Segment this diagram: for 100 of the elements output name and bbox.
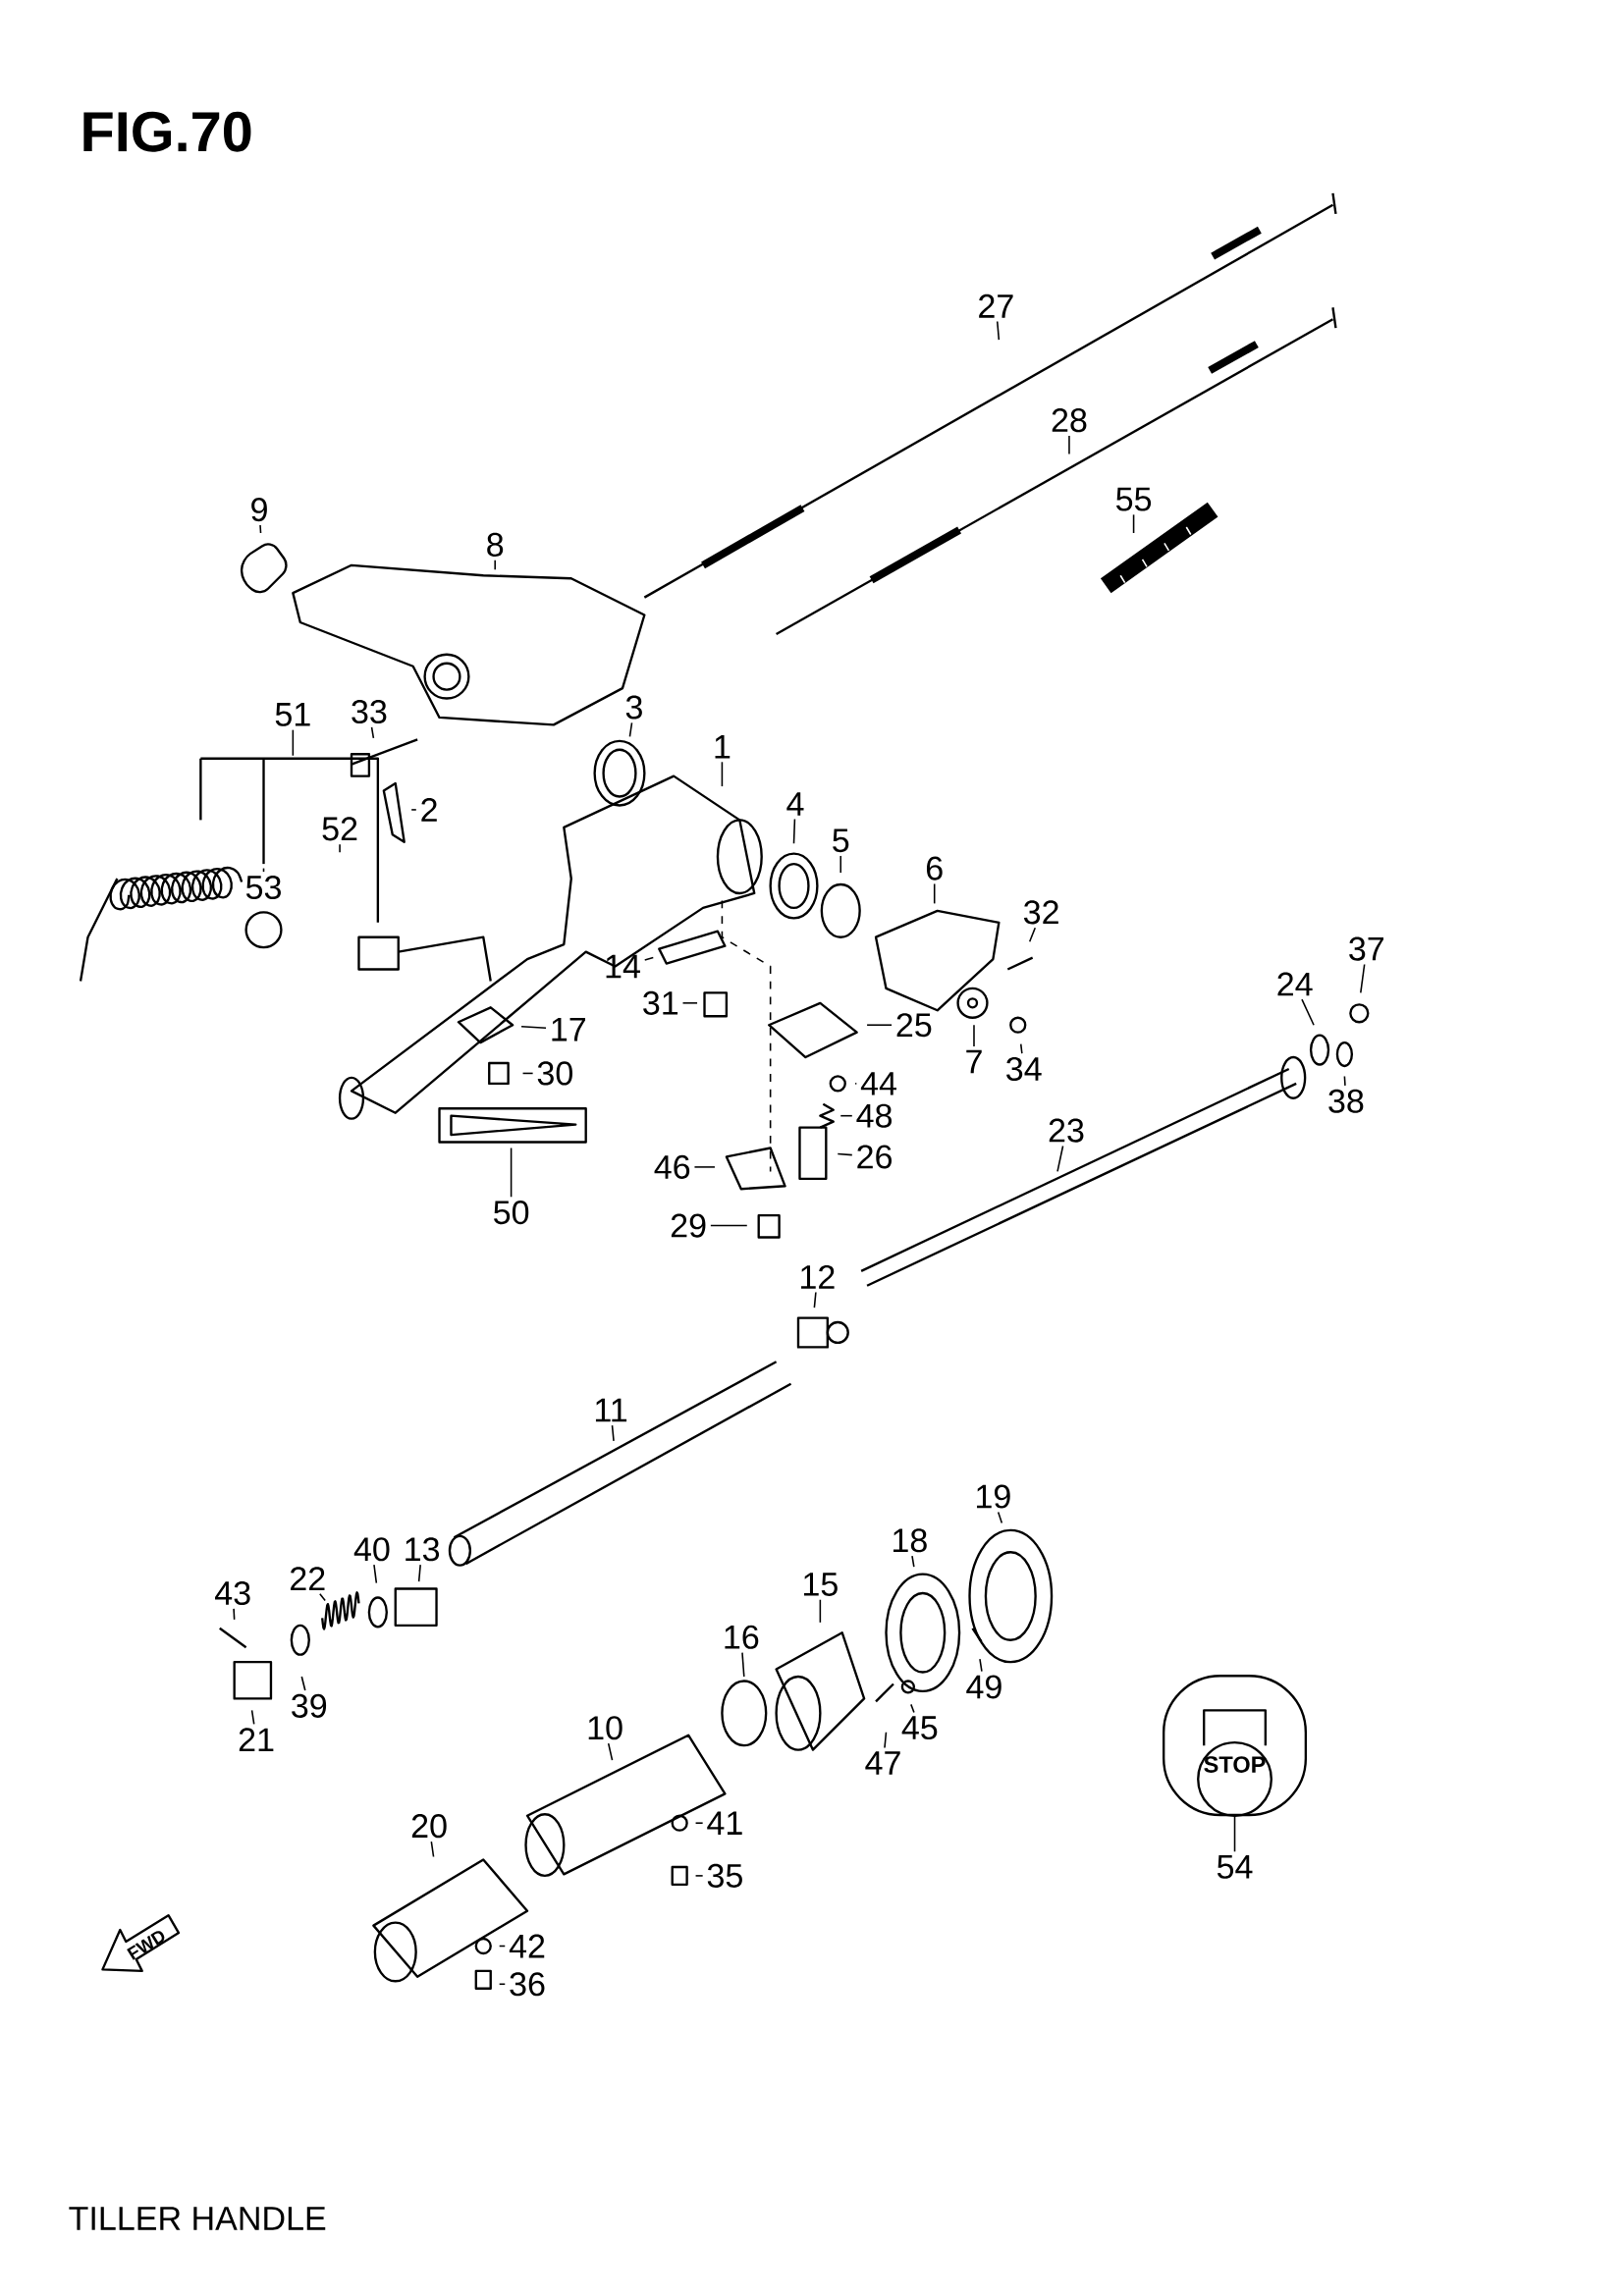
leader-line (997, 1511, 1002, 1524)
leader-line (693, 1166, 716, 1168)
leader-line (866, 1024, 893, 1026)
leader-line (792, 818, 796, 845)
callout-number: 45 (901, 1716, 938, 1740)
callout-number: 12 (800, 1264, 835, 1289)
leader-line (233, 1608, 236, 1621)
leader-line (709, 1224, 748, 1227)
leader-line (813, 1291, 817, 1308)
figure-title: FIG.70 (83, 111, 251, 152)
callout-number: 43 (214, 1580, 250, 1606)
leader-line (694, 1875, 704, 1877)
callout-number: 25 (896, 1013, 932, 1038)
callout-number: 15 (803, 1573, 838, 1596)
leader-line (250, 1709, 255, 1726)
leader-line (498, 1945, 506, 1948)
leader-line (628, 721, 633, 738)
callout-number: 20 (411, 1814, 447, 1839)
leader-line (909, 1703, 915, 1714)
callout-number: 38 (1328, 1089, 1364, 1113)
callout-number: 10 (588, 1716, 623, 1740)
callout-number: 4 (786, 792, 804, 816)
callout-number: 44 (860, 1072, 896, 1095)
callout-number: 8 (487, 532, 504, 557)
callout-number: 55 (1115, 487, 1151, 511)
leader-line (1056, 1145, 1064, 1173)
callout-number: 6 (926, 856, 943, 881)
leader-line (643, 956, 654, 961)
callout-number: 54 (1217, 1855, 1253, 1879)
callout-number: 32 (1023, 900, 1058, 925)
leader-line (1068, 435, 1070, 455)
leader-line (933, 882, 936, 905)
leader-line (1019, 1042, 1023, 1054)
callout-number: 52 (322, 817, 357, 841)
leader-line (837, 1152, 853, 1156)
callout-number: 3 (625, 695, 642, 720)
callout-number: 26 (857, 1145, 892, 1169)
callout-number: 39 (292, 1693, 326, 1718)
leader-line (741, 1651, 745, 1678)
callout-number: 48 (856, 1103, 892, 1128)
callout-number: 27 (979, 294, 1013, 318)
callout-number: 36 (510, 1972, 545, 1997)
callout-number: 37 (1349, 936, 1383, 961)
leader-line (1359, 963, 1366, 994)
leader-line (510, 1147, 513, 1199)
leader-line (1132, 513, 1135, 534)
leader-line (373, 1564, 377, 1584)
callout-number: 22 (290, 1567, 325, 1590)
callout-number: 40 (353, 1537, 390, 1562)
leader-line (979, 1658, 983, 1673)
callout-number: 14 (606, 954, 640, 979)
leader-line (339, 843, 341, 853)
leader-line (430, 1841, 435, 1858)
leader-line (819, 1598, 821, 1624)
leader-line (521, 1072, 534, 1075)
leader-line (839, 855, 841, 874)
callout-number: 2 (421, 798, 437, 822)
leader-line (494, 560, 496, 571)
leader-line (1028, 927, 1036, 942)
callout-number: 9 (251, 498, 267, 522)
leader-line (607, 1742, 614, 1761)
leader-line (370, 726, 375, 739)
leader-line (721, 761, 724, 787)
callout-number: 51 (275, 703, 310, 726)
leader-line (410, 809, 417, 811)
leader-line (996, 320, 1000, 341)
leader-line (884, 1731, 888, 1749)
leader-line (611, 1424, 615, 1442)
leader-line (318, 1593, 326, 1602)
callout-number: 53 (245, 875, 281, 900)
callout-number: 41 (707, 1811, 742, 1835)
callout-number: 42 (509, 1934, 545, 1958)
callout-number: 18 (893, 1528, 927, 1553)
leader-line (973, 1024, 975, 1047)
callout-number: 33 (352, 699, 387, 724)
callout-number: 46 (654, 1154, 689, 1179)
callout-number: 35 (707, 1863, 742, 1888)
caption: TILLER HANDLE (69, 2207, 326, 2230)
callout-number: 31 (643, 990, 677, 1015)
leader-line (259, 524, 262, 534)
leader-line (1301, 998, 1315, 1026)
callout-number: 23 (1049, 1118, 1084, 1143)
callout-number: 50 (493, 1201, 529, 1225)
leader-line (681, 1002, 698, 1004)
leader-line (498, 1983, 506, 1986)
callout-number: 17 (552, 1018, 585, 1041)
callout-number: 16 (725, 1625, 759, 1649)
callout-number: 11 (595, 1398, 626, 1422)
callout-number: 19 (976, 1484, 1010, 1509)
leader-line (694, 1822, 704, 1824)
leader-line (520, 1025, 547, 1030)
stop-plate: STOP (1162, 1675, 1307, 1817)
callout-number: 13 (406, 1537, 439, 1562)
callout-number: 28 (1052, 408, 1087, 433)
leader-line (854, 1083, 857, 1085)
leader-line (300, 1676, 306, 1691)
leader-line (911, 1555, 915, 1568)
leader-line (262, 867, 265, 873)
leader-line (1233, 1815, 1236, 1853)
callout-number: 21 (239, 1728, 274, 1752)
